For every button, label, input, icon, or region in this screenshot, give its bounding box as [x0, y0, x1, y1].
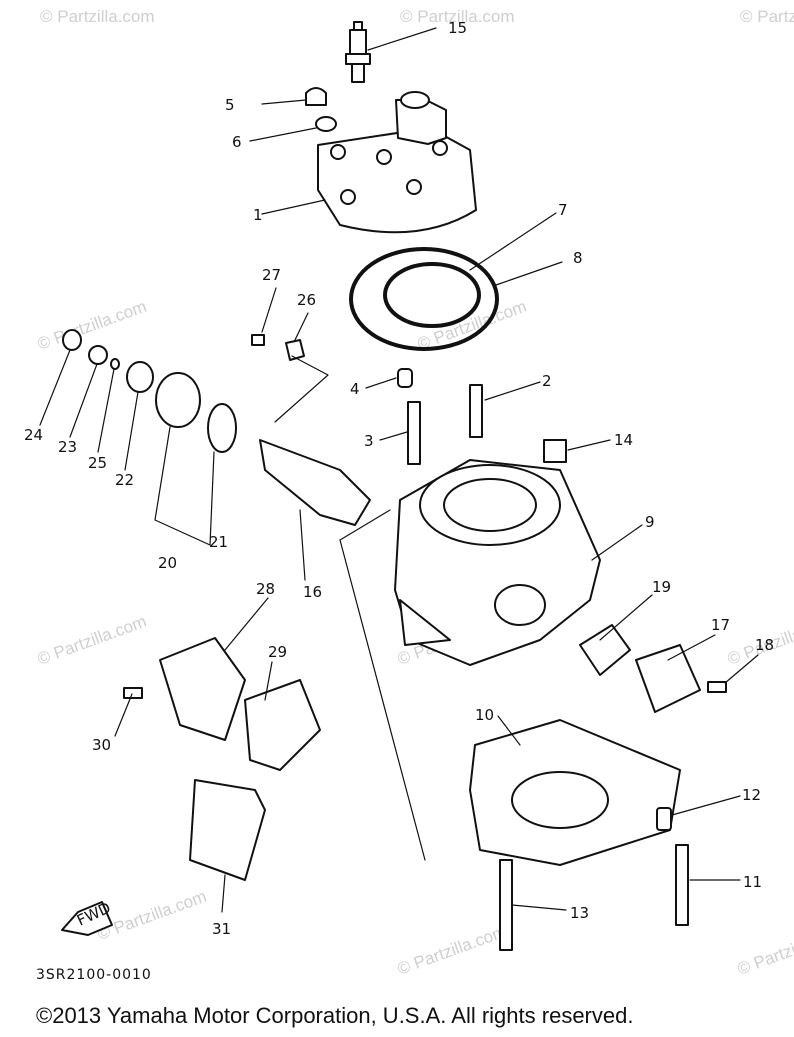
callout-23: 23 — [58, 438, 77, 456]
callout-4: 4 — [350, 380, 360, 398]
o-ring-part — [383, 262, 481, 328]
callout-17: 17 — [711, 616, 730, 634]
callout-9: 9 — [645, 513, 655, 531]
callout-27: 27 — [262, 266, 281, 284]
watermark: © Partzilla.com — [35, 612, 149, 669]
callout-20: 20 — [158, 554, 177, 572]
callout-28: 28 — [256, 580, 275, 598]
stud-11-part — [675, 844, 689, 926]
callout-10: 10 — [475, 706, 494, 724]
watermark: © Partzilla.com — [400, 7, 515, 26]
callout-1: 1 — [253, 206, 263, 224]
callout-18: 18 — [755, 636, 774, 654]
valve-cover-part — [159, 637, 246, 741]
callout-15: 15 — [448, 19, 467, 37]
bushing-part — [88, 345, 108, 365]
callout-5: 5 — [225, 96, 235, 114]
stud-bolt-part — [469, 384, 483, 438]
bolt-18-part — [707, 681, 727, 693]
diagram-code: 3SR2100-0010 — [36, 967, 152, 983]
collar-part — [543, 439, 567, 463]
callout-19: 19 — [652, 578, 671, 596]
o-ring-small-part — [207, 403, 237, 453]
callout-7: 7 — [558, 201, 568, 219]
power-valve-part — [259, 439, 371, 526]
spark-plug-part — [345, 21, 371, 83]
callout-22: 22 — [115, 471, 134, 489]
screw-part — [251, 334, 265, 346]
callout-13: 13 — [570, 904, 589, 922]
callout-6: 6 — [232, 133, 242, 151]
copyright-notice: ©2013 Yamaha Motor Corporation, U.S.A. A… — [36, 1003, 634, 1028]
clamp-part — [189, 779, 266, 881]
callout-11: 11 — [743, 873, 762, 891]
callout-14: 14 — [614, 431, 633, 449]
callout-16: 16 — [303, 583, 322, 601]
leader-lines — [39, 27, 759, 913]
dowel-pin-part — [397, 368, 413, 388]
cylinder-head-part — [317, 91, 477, 234]
bolt-30-part — [123, 687, 143, 699]
callouts: 1 2 3 4 5 6 7 8 9 10 11 12 13 14 15 16 1… — [24, 19, 774, 938]
cylinder-part — [394, 459, 601, 666]
watermark: © Partzilla.com — [740, 7, 794, 26]
callout-29: 29 — [268, 643, 287, 661]
callout-3: 3 — [364, 432, 374, 450]
watermark: © Partzilla.com — [40, 7, 155, 26]
callout-21: 21 — [209, 533, 228, 551]
gasket-19-part — [579, 624, 631, 676]
oil-seal-part — [126, 361, 154, 393]
stud-bolt-part — [407, 401, 421, 465]
bellows-part — [155, 372, 201, 428]
watermark: © Partzilla.com — [35, 297, 149, 354]
callout-2: 2 — [542, 372, 552, 390]
head-gasket-part — [349, 247, 499, 351]
base-gasket-part — [469, 719, 681, 866]
watermark: © Partzilla.com — [395, 922, 509, 979]
fwd-arrow-icon — [61, 901, 113, 936]
callout-25: 25 — [88, 454, 107, 472]
callout-8: 8 — [573, 249, 583, 267]
exhaust-joint-part — [635, 644, 701, 713]
cap-nut-part — [305, 87, 327, 106]
callout-30: 30 — [92, 736, 111, 754]
washer-part — [315, 116, 337, 132]
dowel-12-part — [656, 807, 672, 831]
callout-24: 24 — [24, 426, 43, 444]
cap-part — [62, 329, 82, 351]
bracket-part — [285, 339, 305, 361]
cover-gasket-part — [244, 679, 321, 771]
watermark: © Partzilla.com — [735, 922, 794, 979]
callout-31: 31 — [212, 920, 231, 938]
stud-13-part — [499, 859, 513, 951]
callout-26: 26 — [297, 291, 316, 309]
circlip-part — [110, 358, 120, 370]
callout-12: 12 — [742, 786, 761, 804]
